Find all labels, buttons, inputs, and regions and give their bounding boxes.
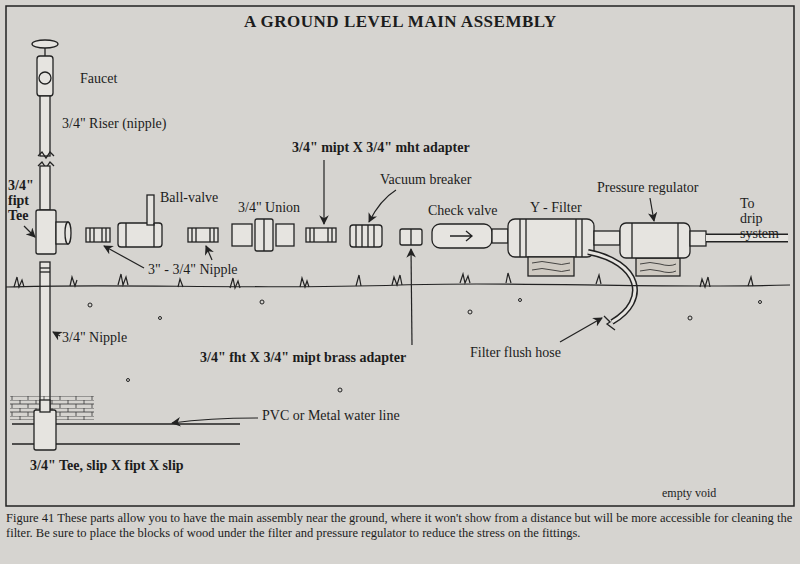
part-label: To drip system (740, 196, 779, 241)
ground-surface (6, 273, 790, 288)
part-label: 3/4" Nipple (62, 330, 127, 345)
figure-caption: Figure 41 These parts allow you to have … (6, 511, 794, 541)
water-line (10, 396, 240, 450)
part-label: empty void (662, 486, 716, 501)
part-label: 3" - 3/4" Nipple (148, 262, 238, 277)
part-label: Check valve (428, 203, 498, 218)
part-label: 3/4" fht X 3/4" mipt brass adapter (200, 350, 406, 365)
part-label: Pressure regulator (597, 180, 698, 195)
part-label: PVC or Metal water line (262, 408, 400, 423)
leader-lines (24, 160, 654, 423)
part-label: 3/4" Union (238, 200, 300, 215)
part-label: Y - Filter (530, 200, 582, 215)
part-label: Vacuum breaker (380, 172, 471, 187)
part-label: 3/4" Riser (nipple) (62, 116, 166, 131)
part-label: Ball-valve (160, 190, 218, 205)
part-label: 3/4" fipt Tee (8, 178, 34, 223)
part-label: Faucet (80, 71, 117, 86)
part-label: 3/4" mipt X 3/4" mht adapter (292, 140, 470, 155)
pebbles (88, 299, 762, 393)
part-label: 3/4" Tee, slip X fipt X slip (30, 458, 184, 473)
part-label: Filter flush hose (470, 345, 561, 360)
pipe-parts (32, 40, 706, 412)
figure-title: A GROUND LEVEL MAIN ASSEMBLY (244, 14, 557, 29)
figure-frame (6, 6, 794, 506)
